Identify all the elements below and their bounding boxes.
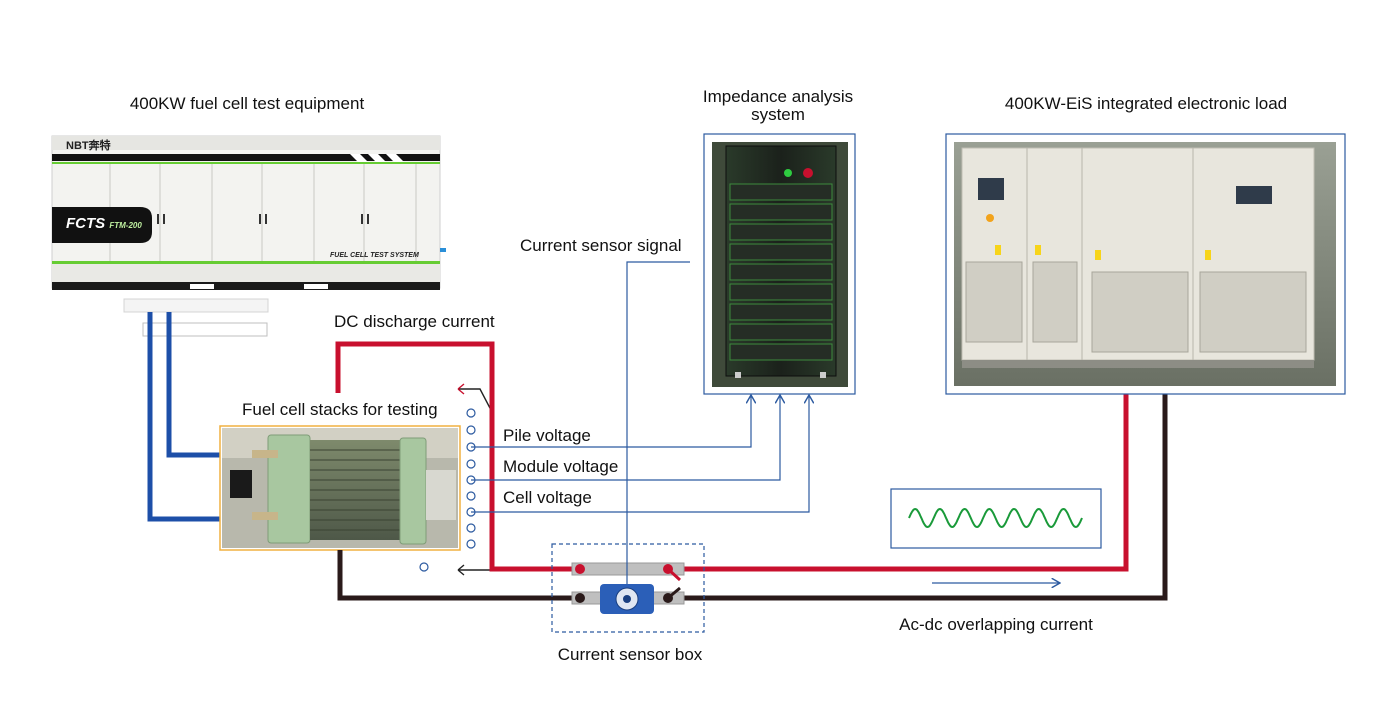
current-sensor-signal-label: Current sensor signal bbox=[520, 236, 682, 255]
current-sensor-box-label: Current sensor box bbox=[557, 645, 703, 664]
cell-voltage-label: Cell voltage bbox=[503, 488, 592, 507]
module-voltage-line bbox=[471, 395, 780, 481]
fuel-cell-test-equipment-title: 400KW fuel cell test equipment bbox=[129, 94, 365, 113]
sine-wave bbox=[908, 507, 1083, 529]
coolant-hoses bbox=[147, 312, 238, 522]
dc-discharge-line bbox=[335, 341, 1129, 572]
fuel-cell-test-equipment bbox=[51, 135, 446, 290]
pile-voltage-line bbox=[471, 395, 751, 448]
pile-voltage-label: Pile voltage bbox=[503, 426, 591, 445]
electronic-load bbox=[945, 133, 1346, 395]
equipment-model-logo: FCTS FTM-200 bbox=[66, 215, 142, 233]
impedance-title: Impedance analysis system bbox=[703, 88, 853, 124]
current-sensor-signal-line bbox=[626, 261, 690, 584]
electronic-load-title: 400KW-EiS integrated electronic load bbox=[1004, 94, 1288, 113]
hazard-stripes bbox=[350, 154, 404, 162]
model-logo-text: FCTS bbox=[66, 215, 106, 232]
fuel-cell-stack bbox=[219, 425, 461, 551]
impedance-analysis-system bbox=[703, 133, 856, 395]
return-line bbox=[337, 392, 1168, 601]
model-sub-text: FTM-200 bbox=[109, 221, 142, 230]
impedance-title-line1: Impedance analysis bbox=[702, 87, 854, 106]
ac-dc-overlapping-label: Ac-dc overlapping current bbox=[899, 615, 1093, 634]
equipment-brand: NBT奔特 bbox=[66, 140, 111, 152]
dc-discharge-current-label: DC discharge current bbox=[334, 312, 495, 331]
equipment-system-text: FUEL CELL TEST SYSTEM bbox=[330, 252, 419, 259]
current-sensor-box bbox=[551, 543, 705, 633]
cell-voltage-line bbox=[471, 395, 809, 513]
brand-text: NBT bbox=[66, 140, 89, 152]
module-voltage-label: Module voltage bbox=[503, 457, 619, 476]
ac-waveform-box bbox=[890, 488, 1102, 549]
fuel-cell-stacks-label: Fuel cell stacks for testing bbox=[242, 400, 438, 419]
signal-lines bbox=[471, 261, 1060, 584]
impedance-title-line2: system bbox=[751, 104, 805, 124]
brand-cn-text: 奔特 bbox=[88, 140, 111, 152]
manifold-bracket bbox=[123, 298, 269, 337]
